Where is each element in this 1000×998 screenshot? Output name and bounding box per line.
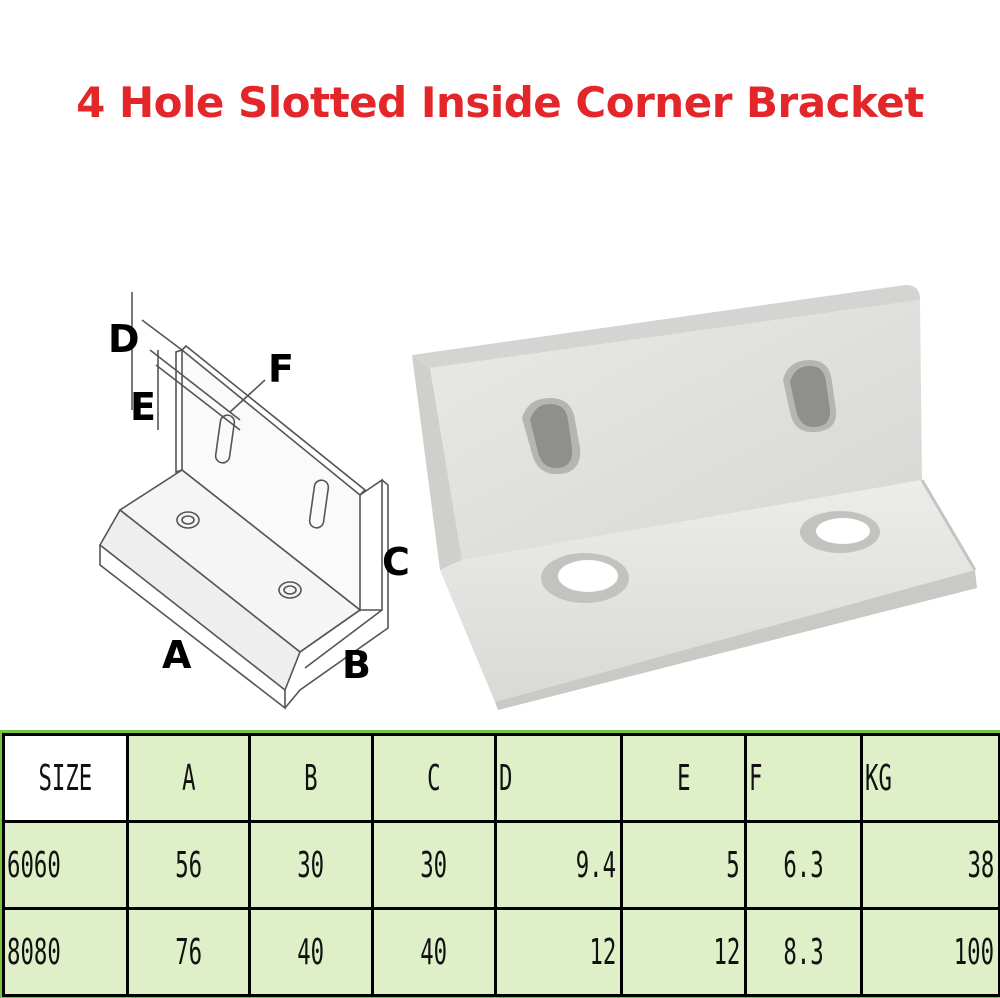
label-a: A [162, 633, 192, 677]
table-header-row: SIZE A B C D E F KG [2, 733, 1000, 823]
cell-f: 6.3 [744, 820, 863, 910]
header-e: E [620, 733, 747, 823]
bracket-photo [412, 284, 977, 710]
header-a: A [126, 733, 251, 823]
cell-b: 30 [248, 820, 374, 910]
cell-c: 40 [371, 907, 497, 997]
table-row: 6060 56 30 30 9.4 5 6.3 38 [2, 820, 1000, 910]
header-kg: KG [860, 733, 1000, 823]
label-d: D [108, 317, 140, 361]
header-size: SIZE [2, 733, 129, 823]
header-b: B [248, 733, 374, 823]
spec-table: SIZE A B C D E F KG 6060 56 30 30 9.4 5 … [2, 733, 1000, 997]
cell-f: 8.3 [744, 907, 863, 997]
bracket-diagram: D E F C A B [98, 292, 410, 710]
label-e: E [130, 385, 156, 429]
cell-a: 56 [126, 820, 251, 910]
label-c: C [382, 540, 410, 584]
header-f: F [744, 733, 863, 823]
cell-c: 30 [371, 820, 497, 910]
cell-kg: 38 [860, 820, 1000, 910]
cell-d: 12 [494, 907, 623, 997]
cell-size: 8080 [2, 907, 129, 997]
cell-kg: 100 [860, 907, 1000, 997]
header-c: C [371, 733, 497, 823]
table-row: 8080 76 40 40 12 12 8.3 100 [2, 907, 1000, 997]
label-f: F [268, 347, 294, 391]
header-d: D [494, 733, 623, 823]
cell-size: 6060 [2, 820, 129, 910]
cell-e: 5 [620, 820, 747, 910]
label-b: B [342, 643, 371, 687]
cell-a: 76 [126, 907, 251, 997]
page-title: 4 Hole Slotted Inside Corner Bracket [76, 78, 924, 127]
cell-b: 40 [248, 907, 374, 997]
cell-e: 12 [620, 907, 747, 997]
cell-d: 9.4 [494, 820, 623, 910]
